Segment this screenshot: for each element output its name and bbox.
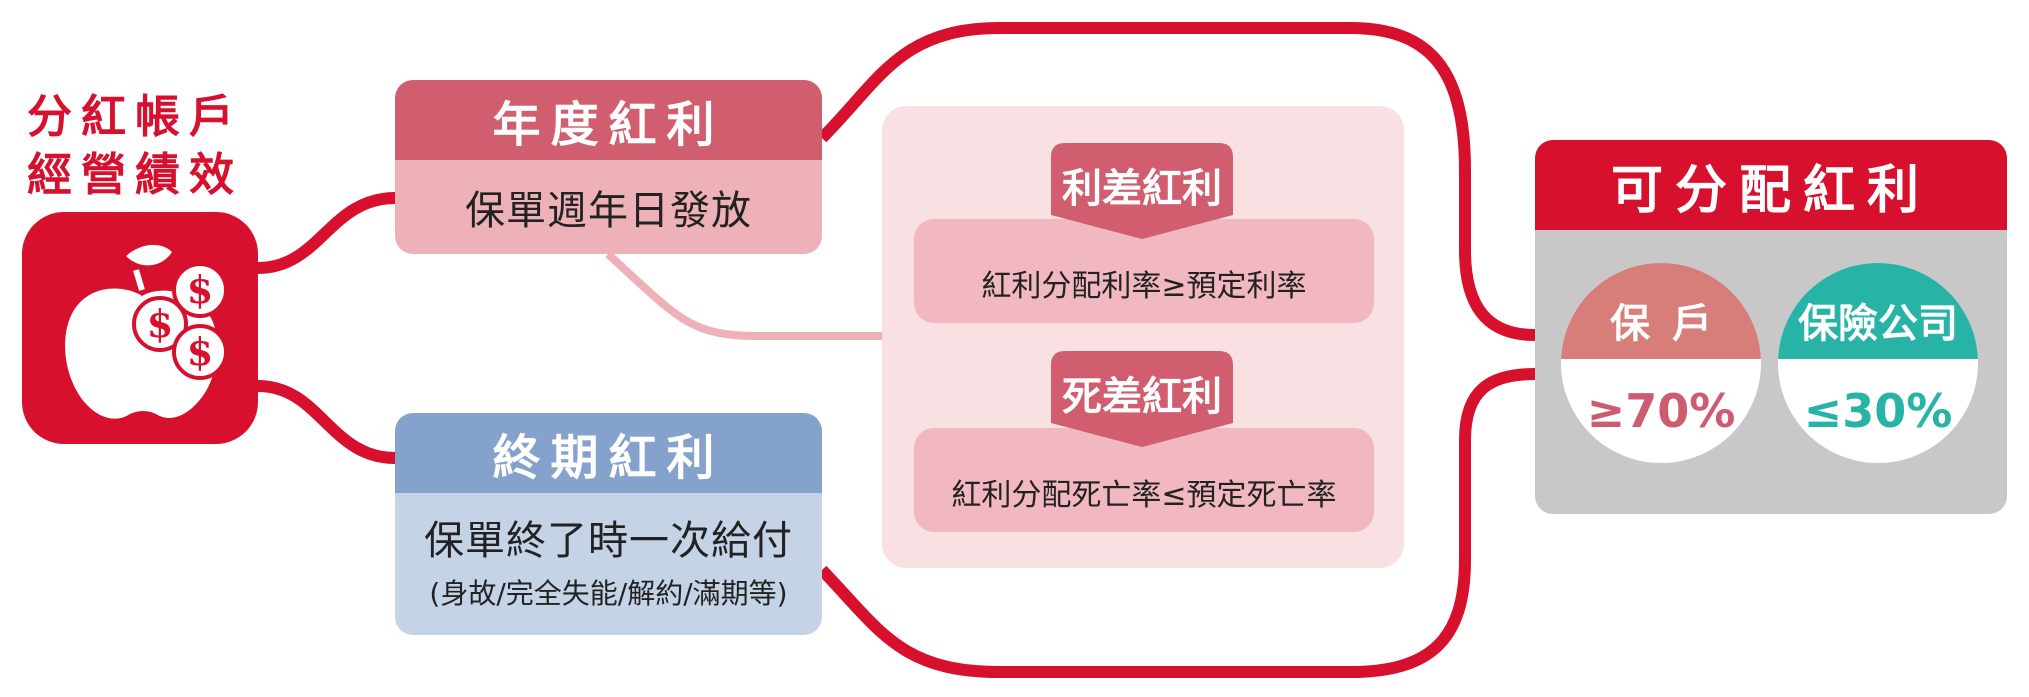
mortality-dividend-tab: 死差紅利 — [1051, 351, 1233, 447]
account-performance-title-line1: 分紅帳戶 — [26, 90, 243, 143]
annual-dividend-card: 年度紅利 保單週年日發放 — [395, 80, 822, 254]
account-performance-title: 分紅帳戶 經營績效 — [20, 88, 250, 204]
annual-dividend-description: 保單週年日發放 — [395, 160, 822, 254]
terminal-dividend-title: 終期紅利 — [395, 413, 822, 493]
terminal-dividend-card: 終期紅利 保單終了時一次給付 (身故/完全失能/解約/滿期等) — [395, 413, 822, 635]
distributable-dividend-title: 可分配紅利 — [1535, 140, 2007, 230]
terminal-dividend-description: 保單終了時一次給付 — [424, 518, 793, 564]
svg-text:$: $ — [187, 329, 213, 374]
account-performance-title-line2: 經營績效 — [26, 148, 243, 201]
interest-dividend-tab: 利差紅利 — [1051, 143, 1233, 239]
svg-text:$: $ — [187, 267, 213, 312]
connector-loop-top — [817, 22, 1536, 341]
annual-dividend-title: 年度紅利 — [395, 80, 822, 160]
apple-tile: $ $ $ — [22, 212, 258, 444]
insurer-share-circle: 保險公司 ≤30% — [1778, 263, 1978, 463]
connector-apple-annual — [257, 192, 396, 274]
interest-dividend-label: 利差紅利 — [1062, 166, 1222, 212]
policyholder-share-circle: 保戶 ≥70% — [1561, 263, 1761, 463]
mortality-dividend-label: 死差紅利 — [1062, 374, 1222, 420]
connector-loop-bottom — [817, 368, 1536, 678]
connector-annual-panel — [605, 251, 882, 340]
connector-apple-terminal — [257, 380, 396, 464]
svg-text:$: $ — [147, 301, 173, 346]
insurer-share: ≤30% — [1803, 384, 1953, 438]
terminal-dividend-note: (身故/完全失能/解約/滿期等) — [429, 577, 788, 610]
policyholder-share: ≥70% — [1586, 384, 1736, 438]
apple-with-dollar-coins-icon: $ $ $ — [65, 244, 228, 419]
terminal-dividend-body: 保單終了時一次給付 (身故/完全失能/解約/滿期等) — [395, 493, 822, 635]
